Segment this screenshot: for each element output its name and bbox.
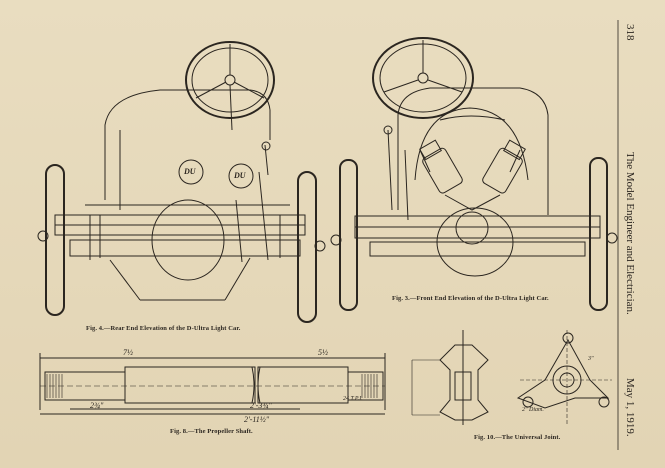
page-number: 318 xyxy=(624,24,636,41)
du-logo-right: DU xyxy=(234,171,246,180)
dim-shaft-total: 2'-11½" xyxy=(244,415,270,424)
dim-shaft-top-left: 7½ xyxy=(123,348,133,357)
propeller-shaft-drawing xyxy=(39,353,386,415)
dim-shaft-left: 2¾" xyxy=(90,401,104,410)
dim-shaft-top-right: 5½ xyxy=(318,348,328,357)
front-elevation-drawing xyxy=(330,37,618,311)
caption-fig-10: Fig. 10.—The Universal Joint. xyxy=(474,434,561,441)
caption-fig-3: Fig. 3.—Front End Elevation of the D-Ult… xyxy=(392,295,549,302)
dim-joint-dia: 3" xyxy=(588,356,594,362)
journal-title: The Model Engineer and Electrician. xyxy=(624,152,636,315)
du-logo-left: DU xyxy=(184,167,196,176)
issue-date: May 1, 1919. xyxy=(624,378,636,437)
dim-joint-bottom: 2" Diam. xyxy=(522,407,544,413)
universal-joint-drawing xyxy=(411,330,612,425)
rear-elevation-drawing xyxy=(37,41,326,323)
caption-fig-8: Fig. 8.—The Propeller Shaft. xyxy=(170,428,253,435)
dim-shaft-mid: 2'-3¾" xyxy=(250,401,272,410)
dim-shaft-tpi: 24 T.P.I. xyxy=(343,396,363,402)
caption-fig-4: Fig. 4.—Rear End Elevation of the D-Ultr… xyxy=(86,325,241,332)
